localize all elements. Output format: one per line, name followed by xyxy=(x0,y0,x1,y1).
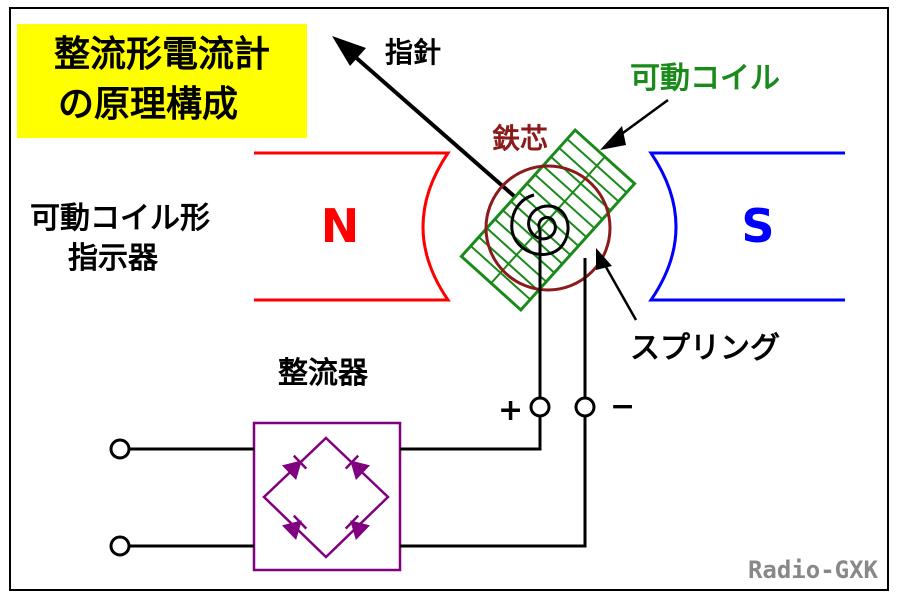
credit-watermark: Radio-GXK xyxy=(748,556,879,584)
diode-top-left xyxy=(282,454,308,481)
moving-coil-label: 可動コイル xyxy=(630,61,780,96)
terminal-plus xyxy=(529,396,551,418)
diode-bottom-left xyxy=(282,514,308,541)
title-box: 整流形電流計 の原理構成 xyxy=(17,24,307,138)
title-line1: 整流形電流計 xyxy=(54,34,270,75)
coil-lead-wires xyxy=(538,258,587,398)
s-pole-label: S xyxy=(741,199,774,253)
pointer-label: 指針 xyxy=(385,36,441,69)
spring-label: スプリング xyxy=(630,331,780,366)
spring-arrow xyxy=(596,248,638,321)
input-terminal-bottom xyxy=(109,535,131,557)
diode-bottom-right xyxy=(344,514,370,541)
rectifier-label: 整流器 xyxy=(278,356,369,391)
instrument-label-line1: 可動コイル形 xyxy=(30,201,210,236)
input-terminal-top xyxy=(109,438,131,460)
diode-top-right xyxy=(344,454,370,481)
s-pole-magnet xyxy=(648,151,845,302)
iron-core xyxy=(484,164,612,292)
title-line2: の原理構成 xyxy=(58,84,238,125)
rectifier-box xyxy=(252,421,402,572)
diode-bridge xyxy=(262,436,390,559)
circuit-wires xyxy=(130,416,587,548)
minus-sign: − xyxy=(610,389,635,424)
outer-frame xyxy=(9,7,889,591)
pointer-arrow xyxy=(332,36,532,212)
terminal-minus xyxy=(574,396,596,418)
n-pole-label: N xyxy=(321,199,360,253)
instrument-label-line2: 指示器 xyxy=(68,241,159,276)
iron-core-label: 鉄芯 xyxy=(492,122,548,155)
moving-coil-arrow xyxy=(600,98,669,150)
spring-spiral xyxy=(510,193,570,290)
plus-sign: + xyxy=(498,393,523,428)
n-pole-magnet xyxy=(254,151,451,302)
